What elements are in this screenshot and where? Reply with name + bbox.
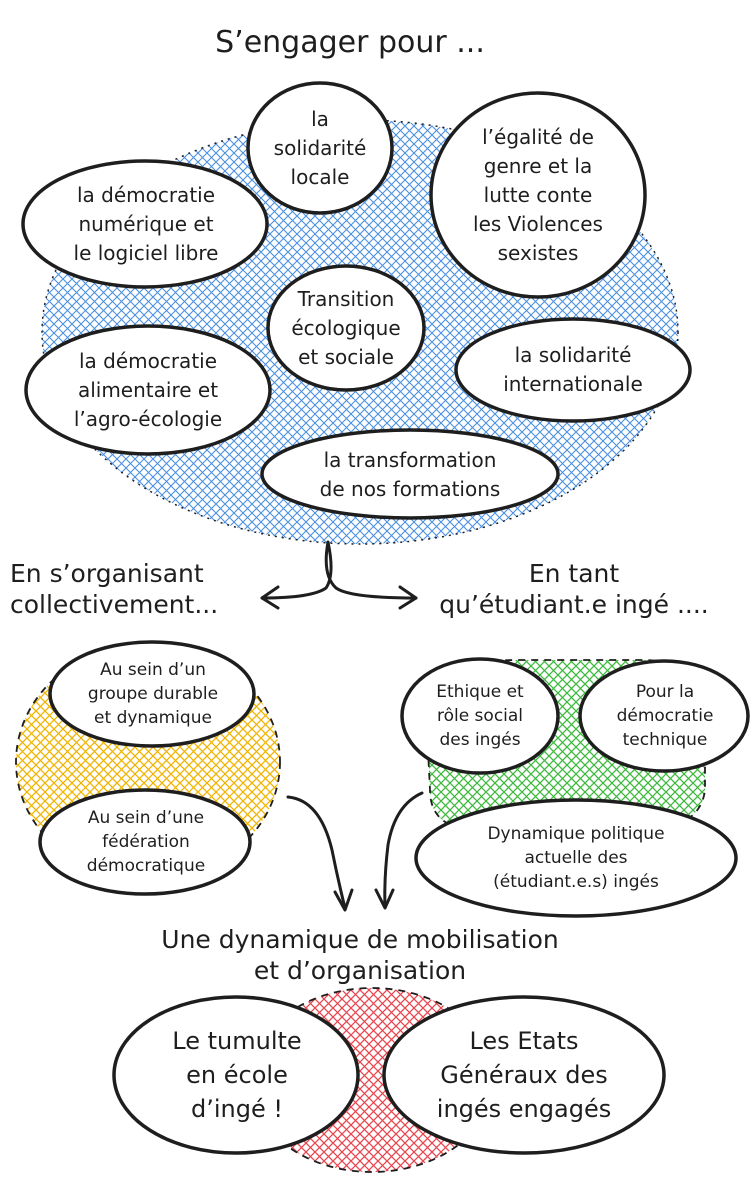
arrow-right-converge xyxy=(383,791,424,908)
page-title: S’engager pour ... xyxy=(150,18,550,66)
label-line: Transition xyxy=(297,286,395,311)
heading-line: et d’organisation xyxy=(253,956,467,985)
bubble-gender-equality xyxy=(429,91,647,299)
arrowhead-left-converge xyxy=(333,888,354,912)
right-branch-heading: En tant qu’étudiant.e ingé .... xyxy=(418,556,730,622)
label-line: écologique xyxy=(291,315,401,340)
label-line: en école xyxy=(186,1061,288,1089)
bubble-international-solidarity xyxy=(454,317,692,423)
label-tumulte: Le tumulte en école d’ingé ! xyxy=(140,1022,334,1128)
bubble-ecological-transition xyxy=(266,264,426,392)
mobilisation-heading: Une dynamique de mobilisation et d’organ… xyxy=(130,922,590,988)
bubble-ethics xyxy=(400,657,560,775)
label-line: solidarité xyxy=(273,135,367,160)
label-line: Ethique et xyxy=(436,682,524,702)
page-title-text: S’engager pour ... xyxy=(215,24,485,60)
label-line: Le tumulte xyxy=(172,1027,302,1055)
label-line: l’égalité de xyxy=(482,124,594,149)
bubble-etats-generaux xyxy=(382,995,666,1155)
label-line: Au sein d’un xyxy=(100,660,206,680)
label-line: Au sein d’une xyxy=(87,808,205,828)
label-line: d’ingé ! xyxy=(191,1095,283,1123)
label-line: le logiciel libre xyxy=(73,240,219,265)
branch-arrows xyxy=(260,540,418,600)
label-line: de nos formations xyxy=(319,477,501,501)
bubble-local-solidarity xyxy=(246,81,394,215)
label-line: la démocratie xyxy=(78,348,218,373)
label-line: la démocratie xyxy=(76,182,216,207)
arrowhead-right-converge xyxy=(374,888,395,910)
heading-line: En tant xyxy=(528,559,620,588)
label-international-solidarity: la solidarité internationale xyxy=(466,338,680,402)
label-line: lutte conte xyxy=(483,182,593,207)
label-line: Généraux des xyxy=(440,1061,608,1089)
label-line: démocratique xyxy=(86,856,206,876)
label-line: démocratie xyxy=(616,706,714,726)
label-durable-group: Au sein d’un groupe durable et dynamique xyxy=(60,656,246,732)
label-digital-democracy: la démocratie numérique et le logiciel l… xyxy=(30,178,262,270)
bubble-digital-democracy xyxy=(21,159,269,289)
label-line: locale xyxy=(290,164,350,189)
label-line: actuelle des xyxy=(524,848,628,868)
label-ecological-transition: Transition écologique et sociale xyxy=(272,282,420,374)
label-federation: Au sein d’une fédération démocratique xyxy=(52,804,240,880)
label-line: numérique et xyxy=(78,211,214,236)
label-line: et sociale xyxy=(298,344,394,369)
heading-line: collectivement... xyxy=(10,590,219,619)
label-line: internationale xyxy=(503,372,643,396)
bubble-durable-group xyxy=(48,640,256,748)
label-line: fédération xyxy=(102,832,190,852)
bubble-tumulte xyxy=(112,995,360,1155)
label-line: groupe durable xyxy=(87,684,219,704)
bubble-training-transformation xyxy=(260,428,560,520)
label-line: la xyxy=(311,106,329,131)
heading-line: Une dynamique de mobilisation xyxy=(161,925,559,954)
bubble-tech-democracy xyxy=(578,659,750,773)
label-line: genre et la xyxy=(483,153,593,178)
label-food-democracy: la démocratie alimentaire et l’agro-écol… xyxy=(32,344,264,436)
label-line: sexistes xyxy=(497,240,579,265)
label-line: ingés engagés xyxy=(436,1095,612,1123)
bubble-food-democracy xyxy=(24,324,272,456)
label-line: rôle social xyxy=(436,706,524,726)
label-line: technique xyxy=(622,730,708,750)
heading-line: En s’organisant xyxy=(10,559,204,588)
heading-line: qu’étudiant.e ingé .... xyxy=(439,590,709,619)
label-line: Pour la xyxy=(635,682,695,702)
arrow-left-converge xyxy=(286,795,347,910)
bubble-political-dynamic xyxy=(414,798,738,918)
left-branch-heading: En s’organisant collectivement... xyxy=(10,556,256,622)
label-line: et dynamique xyxy=(94,708,212,728)
label-line: (étudiant.e.s) ingés xyxy=(493,872,659,892)
label-line: alimentaire et xyxy=(77,377,219,402)
label-line: Dynamique politique xyxy=(487,824,665,844)
label-ethics: Ethique et rôle social des ingés xyxy=(410,678,550,754)
label-gender-equality: l’égalité de genre et la lutte conte les… xyxy=(440,120,636,270)
label-line: la solidarité xyxy=(514,343,632,367)
label-line: la transformation xyxy=(323,448,497,472)
label-tech-democracy: Pour la démocratie technique xyxy=(592,678,738,754)
label-line: Les Etats xyxy=(469,1027,579,1055)
label-local-solidarity: la solidarité locale xyxy=(250,98,390,198)
bubble-federation xyxy=(38,788,252,896)
label-line: l’agro-écologie xyxy=(73,406,223,431)
arrowhead-right xyxy=(398,585,418,610)
label-line: des ingés xyxy=(439,730,521,750)
label-political-dynamic: Dynamique politique actuelle des (étudia… xyxy=(436,820,716,896)
arrowhead-left xyxy=(260,585,280,610)
label-training-transformation: la transformation de nos formations xyxy=(270,444,550,506)
label-etats-generaux: Les Etats Généraux des ingés engagés xyxy=(412,1022,636,1128)
label-line: les Violences xyxy=(473,211,603,236)
